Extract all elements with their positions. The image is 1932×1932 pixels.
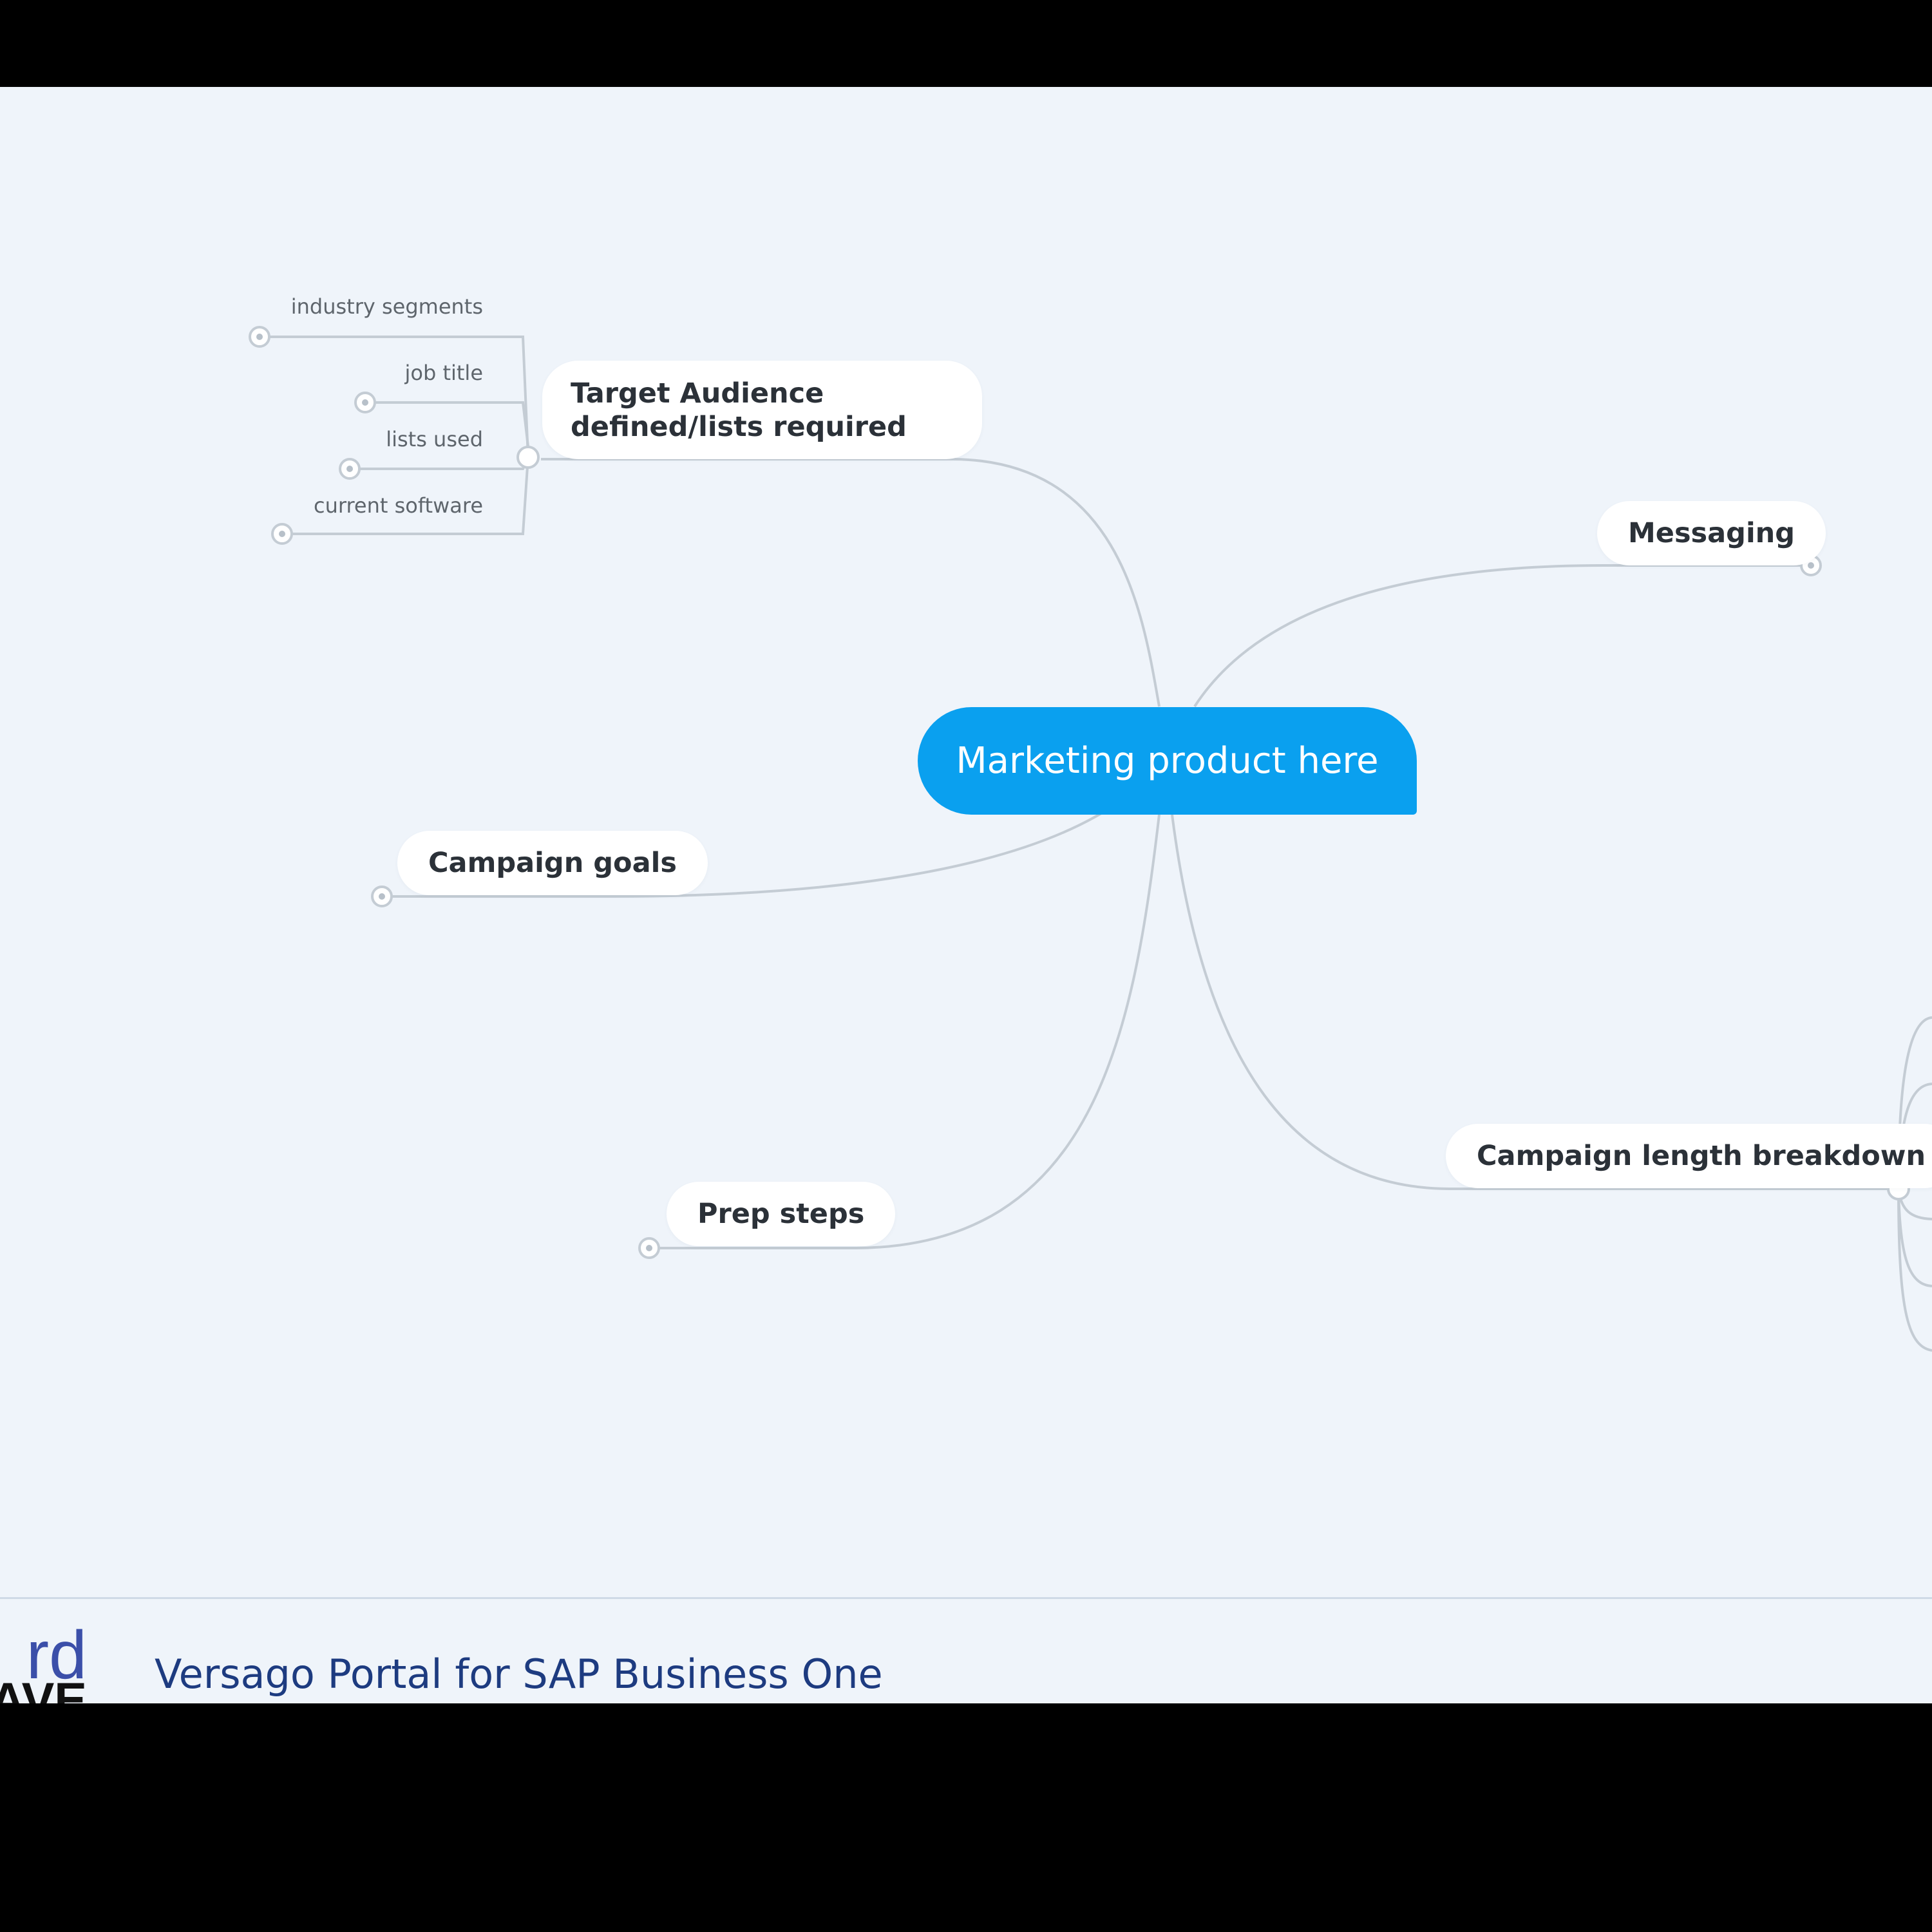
subtopic-lists-used[interactable]: lists used: [386, 427, 483, 451]
brand-logo-top: rd: [26, 1617, 87, 1693]
subtopic-industry-segments[interactable]: industry segments: [290, 294, 483, 319]
screen: Marketing product here Target Audience d…: [0, 87, 1932, 1703]
subtopic-job-title[interactable]: job title: [404, 361, 483, 385]
brand-logo-bottom: AVE: [0, 1673, 87, 1704]
topic-campaign-length-label: Campaign length breakdown: [1477, 1140, 1926, 1172]
connector-messaging: [1193, 564, 1811, 708]
connector-length-branch-6: [1897, 1188, 1932, 1352]
connector-lines: [249, 326, 1932, 1352]
topic-messaging-label: Messaging: [1628, 517, 1795, 549]
mind-map-canvas[interactable]: Marketing product here Target Audience d…: [0, 87, 1932, 1594]
connector-industry-segments: [260, 336, 529, 458]
topic-target-audience-label: Target Audience defined/lists required: [571, 377, 907, 443]
central-topic[interactable]: Marketing product here: [918, 707, 1417, 815]
subtopic-current-software[interactable]: current software: [313, 493, 483, 518]
connector-target-audience: [541, 458, 1160, 707]
topic-prep-steps-label: Prep steps: [697, 1198, 865, 1230]
connector-prep-steps: [649, 814, 1160, 1249]
topic-campaign-goals-label: Campaign goals: [428, 847, 677, 879]
connector-current-software: [282, 457, 529, 535]
connector-job-title: [365, 401, 531, 458]
connector-lists-used: [350, 457, 531, 470]
footer-title: Versago Portal for SAP Business One: [155, 1651, 883, 1698]
connector-campaign-length: [1171, 814, 1899, 1190]
topic-campaign-goals[interactable]: Campaign goals: [397, 831, 708, 895]
connector-campaign-goals: [382, 812, 1103, 898]
topic-prep-steps[interactable]: Prep steps: [667, 1182, 896, 1246]
brand-logo: rd AVE: [0, 1620, 87, 1704]
topic-campaign-length[interactable]: Campaign length breakdown: [1446, 1124, 1932, 1188]
topic-target-audience[interactable]: Target Audience defined/lists required: [542, 361, 982, 459]
collapse-handle-target-audience: [516, 446, 540, 469]
topic-messaging[interactable]: Messaging: [1597, 501, 1826, 565]
footer-bar: rd AVE Versago Portal for SAP Business O…: [0, 1597, 1932, 1703]
